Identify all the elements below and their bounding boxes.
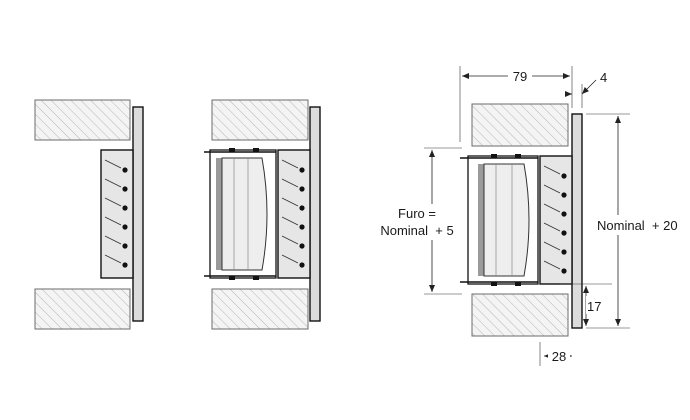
grille-blade bbox=[281, 216, 299, 226]
grille-body bbox=[277, 149, 311, 279]
grille-blade-pivot bbox=[122, 243, 128, 249]
grille-blade-pivot bbox=[299, 224, 305, 230]
grille-blade-pivot bbox=[561, 173, 567, 179]
damper-clip bbox=[253, 276, 259, 280]
damper-clip bbox=[253, 148, 259, 152]
grille-blade-pivot bbox=[122, 167, 128, 173]
grille-blade bbox=[281, 235, 299, 245]
grille-blade-pivot bbox=[299, 205, 305, 211]
grille-blade-pivot bbox=[561, 230, 567, 236]
grille-blade bbox=[543, 165, 561, 175]
wall-block-top bbox=[471, 103, 569, 147]
damper-clip bbox=[515, 154, 521, 158]
dimension-nominal-label: Nominal + 20 bbox=[597, 218, 678, 233]
grille-blade bbox=[104, 197, 122, 207]
grille-blade bbox=[104, 254, 122, 264]
grille-blade bbox=[543, 203, 561, 213]
wall-block-bottom bbox=[211, 288, 309, 330]
dimension-hole-text-bg bbox=[370, 204, 458, 240]
wall-block-bottom bbox=[471, 293, 569, 337]
dimension-hole-label-line2: Nominal + 5 bbox=[380, 223, 453, 238]
dimension-flange-width-label: 28 bbox=[552, 349, 566, 364]
grille-only-view bbox=[34, 99, 144, 330]
wall-block-top bbox=[34, 99, 131, 141]
damper-clip bbox=[515, 282, 521, 286]
grille-body bbox=[100, 149, 134, 279]
damper-clip bbox=[229, 276, 235, 280]
grille-blade bbox=[281, 178, 299, 188]
wall-block-top bbox=[211, 99, 309, 141]
grille-body bbox=[539, 155, 573, 285]
grille-blade bbox=[543, 260, 561, 270]
grille-blade bbox=[104, 178, 122, 188]
dimension-plate-label: 4 bbox=[600, 70, 607, 85]
wall-block-bottom bbox=[34, 288, 131, 330]
grille-blade-pivot bbox=[561, 192, 567, 198]
damper-side-strip bbox=[216, 158, 222, 270]
grille-blade-pivot bbox=[299, 186, 305, 192]
grille-blade bbox=[281, 197, 299, 207]
grille-blades bbox=[281, 159, 305, 268]
damper-side-strip bbox=[478, 164, 484, 276]
grille-blade bbox=[543, 241, 561, 251]
dimension-depth-label: 79 bbox=[513, 69, 527, 84]
dimension-flange-height-text-bg bbox=[586, 296, 606, 314]
grille-blade-pivot bbox=[122, 224, 128, 230]
grille-blade-pivot bbox=[561, 268, 567, 274]
damper-cylinder bbox=[221, 157, 268, 271]
damper-clip bbox=[491, 154, 497, 158]
grille-blade bbox=[543, 222, 561, 232]
grille-blade-pivot bbox=[299, 167, 305, 173]
grille-blade bbox=[281, 159, 299, 169]
dimension-flange-height-label: 17 bbox=[587, 299, 601, 314]
grille-blade bbox=[281, 254, 299, 264]
grille-with-damper-view bbox=[204, 99, 321, 330]
dimension-hole-label-line1: Furo = bbox=[398, 206, 436, 221]
grille-blade-pivot bbox=[122, 186, 128, 192]
grille-blade-pivot bbox=[561, 211, 567, 217]
grille-blade bbox=[543, 184, 561, 194]
grille-blade-pivot bbox=[561, 249, 567, 255]
grille-blade bbox=[104, 216, 122, 226]
grille-blades bbox=[104, 159, 128, 268]
grille-blades bbox=[543, 165, 567, 274]
front-plate bbox=[309, 106, 321, 322]
grille-blade bbox=[104, 159, 122, 169]
dimensioned-view: 79 4 Furo = Nominal + 5 Nominal + 20 17 … bbox=[370, 66, 688, 366]
damper-clip bbox=[491, 282, 497, 286]
grille-blade-pivot bbox=[299, 243, 305, 249]
front-plate bbox=[571, 113, 583, 329]
grille-blade-pivot bbox=[122, 262, 128, 268]
dimension-nominal-text-bg bbox=[596, 215, 688, 235]
front-plate bbox=[132, 106, 144, 322]
grille-blade-pivot bbox=[299, 262, 305, 268]
damper-clip bbox=[229, 148, 235, 152]
dimension-depth-text-bg bbox=[508, 66, 532, 84]
damper-module bbox=[460, 154, 539, 286]
grille-blade bbox=[104, 235, 122, 245]
dimension-flange-width-text-bg bbox=[548, 346, 570, 364]
dimension-plate-line bbox=[581, 79, 597, 95]
grille-blade-pivot bbox=[122, 205, 128, 211]
damper-module bbox=[204, 148, 277, 280]
damper-cylinder bbox=[483, 163, 530, 277]
